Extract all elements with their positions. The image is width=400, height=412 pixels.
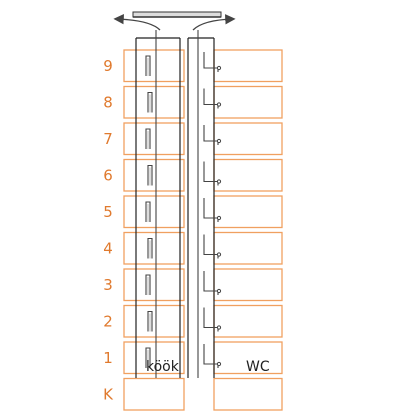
floor-kitchen-box <box>123 304 185 338</box>
wc-vent-valve-icon <box>216 325 222 330</box>
floor-wc-box <box>213 377 283 411</box>
floor-wc-box <box>213 231 283 265</box>
floor-row: 2 <box>103 304 283 338</box>
kitchen-branch-duct <box>147 310 153 332</box>
wc-vent-valve-icon <box>216 179 222 184</box>
floor-kitchen-box <box>123 49 185 83</box>
kitchen-branch-duct <box>147 164 153 186</box>
exhaust-arrow-right-icon <box>192 14 236 31</box>
floor-wc-box <box>213 158 283 192</box>
floor-wc-box <box>213 85 283 119</box>
room-label-wc: WC <box>246 359 270 375</box>
wc-branch-duct <box>203 234 219 259</box>
floor-number: 3 <box>103 276 113 294</box>
floor-kitchen-box <box>123 268 185 302</box>
wc-branch-duct <box>203 52 219 72</box>
floor-number: 9 <box>103 57 113 75</box>
floor-wc-box <box>213 49 283 83</box>
kitchen-branch-duct <box>145 347 151 368</box>
floor-row: 4 <box>103 231 283 265</box>
wc-vent-valve-icon <box>216 361 222 367</box>
floor-number: 8 <box>103 93 113 111</box>
wc-branch-duct <box>203 161 219 186</box>
floor-kitchen-box <box>123 158 185 192</box>
floor-row: 7 <box>103 122 283 156</box>
floor-number: 4 <box>103 239 113 257</box>
floor-wc-box <box>213 304 283 338</box>
exhaust-arrow-left-icon <box>113 14 161 31</box>
wc-branch-duct <box>203 198 219 222</box>
kitchen-branch-duct <box>147 237 153 259</box>
floor-number: 1 <box>103 349 113 367</box>
floor-row: 8 <box>103 85 283 119</box>
wc-vent-valve-icon <box>216 215 222 221</box>
room-label-kitchen: köök <box>146 359 180 375</box>
roof-cap-icon <box>132 11 222 18</box>
floor-kitchen-box <box>123 377 185 411</box>
floor-wc-box <box>213 122 283 156</box>
kitchen-branch-duct <box>145 55 151 76</box>
wc-branch-duct <box>203 307 219 332</box>
floor-row: 9 <box>103 49 283 83</box>
floor-row: 5 <box>103 195 283 229</box>
wc-branch-duct <box>203 88 219 109</box>
floor-number: 2 <box>103 312 113 330</box>
kitchen-branch-duct <box>145 128 151 149</box>
floor-wc-box <box>213 268 283 302</box>
kitchen-branch-duct <box>147 91 153 113</box>
wc-branch-duct <box>203 125 219 145</box>
floor-row: K <box>103 377 283 411</box>
floor-row: 6 <box>103 158 283 192</box>
wc-vent-valve-icon <box>216 252 222 257</box>
floor-wc-box <box>213 195 283 229</box>
floor-kitchen-box <box>123 122 185 156</box>
vent-shafts <box>135 30 222 378</box>
floor-number: 6 <box>103 166 113 184</box>
kitchen-branch-duct <box>145 201 151 222</box>
wc-vent-valve-icon <box>216 138 222 144</box>
floor-number: 7 <box>103 130 113 148</box>
floor-rows: 9 8 7 6 5 4 3 2 1K <box>103 49 283 411</box>
floor-kitchen-box <box>123 195 185 229</box>
floor-number: K <box>103 385 114 403</box>
kitchen-branch-duct <box>145 274 151 295</box>
floor-kitchen-box <box>123 85 185 119</box>
wc-vent-valve-icon <box>216 288 222 294</box>
floor-kitchen-box <box>123 231 185 265</box>
wc-branch-duct <box>203 344 219 368</box>
wc-branch-duct <box>203 271 219 295</box>
wc-vent-valve-icon <box>216 65 222 71</box>
floor-row: 3 <box>103 268 283 302</box>
wc-vent-valve-icon <box>216 102 222 107</box>
floor-kitchen-box <box>123 341 185 375</box>
floor-number: 5 <box>103 203 113 221</box>
